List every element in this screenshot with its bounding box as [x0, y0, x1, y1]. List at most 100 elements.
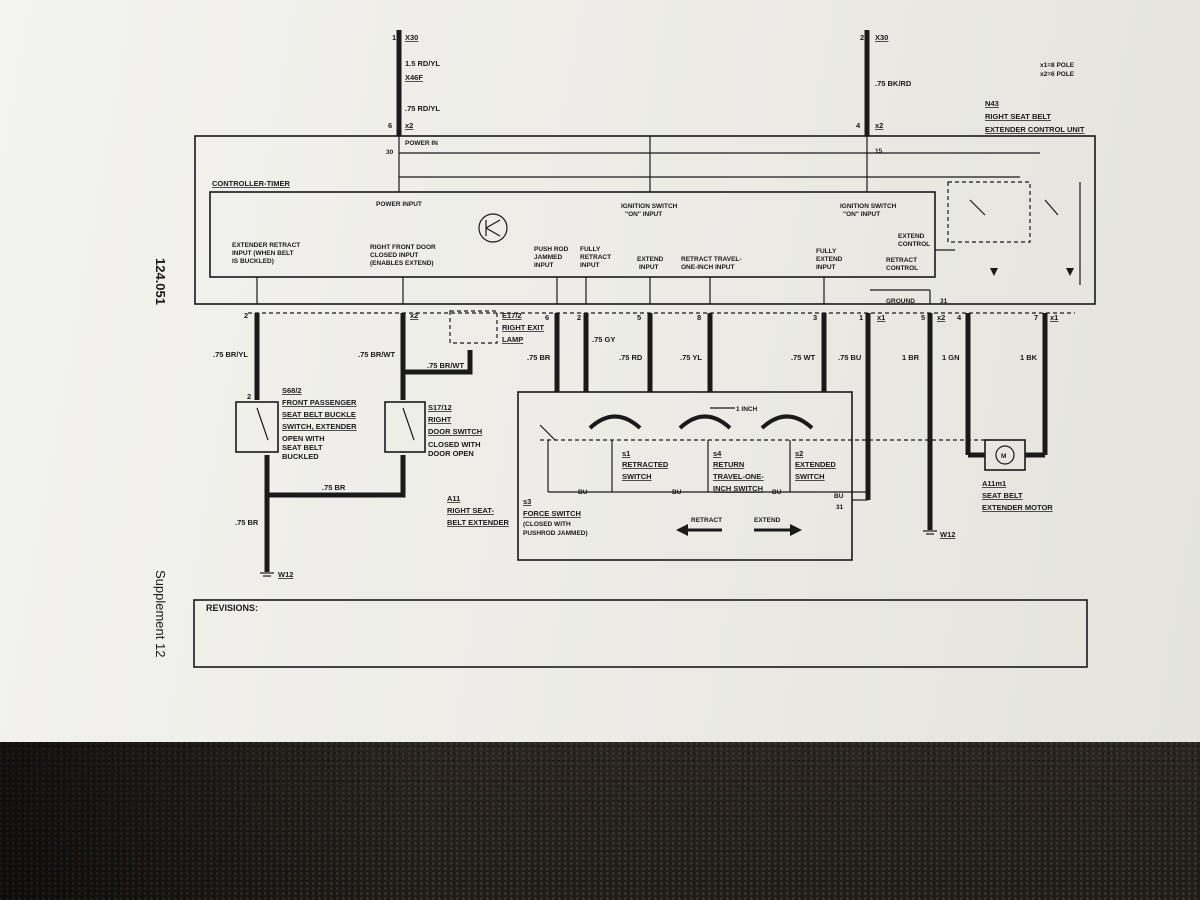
ctrl-push-2: JAMMED [534, 254, 562, 261]
ext-extended-2: SWITCH [795, 472, 825, 481]
shadow [0, 742, 430, 900]
ctrl-fe-2: EXTEND [816, 256, 843, 263]
ctrl-ext-2: INPUT [639, 264, 659, 271]
ext-force-1: FORCE SWITCH [523, 509, 581, 518]
a11-line1: RIGHT SEAT- [447, 506, 494, 515]
harness-wires [254, 313, 1048, 572]
s17-line3: CLOSED WITH [428, 440, 481, 449]
ctrl-fr-2: RETRACT [580, 254, 611, 261]
ctrl-ec-2: CONTROL [898, 241, 930, 248]
wire-1br: 1 BR [902, 353, 920, 362]
s68-line1: FRONT PASSENGER [282, 398, 357, 407]
ext-bu4: BU [834, 493, 844, 500]
ext-s2: s2 [795, 449, 803, 458]
ctrl-door-2: CLOSED INPUT [370, 252, 418, 259]
ctrl-fr-1: FULLY [580, 246, 601, 253]
transistor-c [485, 219, 501, 229]
pin-3: 3 [813, 313, 817, 322]
s17-code: S17/12 [428, 403, 452, 412]
ground-w12-right: W12 [940, 530, 955, 539]
s68-pin: 2 [247, 392, 251, 401]
a11-line2: BELT EXTENDER [447, 518, 510, 527]
s68-line5: SEAT BELT [282, 443, 323, 452]
ext-retract-label: RETRACT [691, 517, 722, 524]
pin-5b: 5 [921, 313, 925, 322]
x30-left-conn: X30 [405, 33, 418, 42]
exit-lamp-box [449, 310, 498, 344]
s17-line2: DOOR SWITCH [428, 427, 482, 436]
pin-8: 8 [697, 313, 701, 322]
input-stubs [256, 277, 931, 304]
direction-arrows [676, 524, 802, 536]
x30-right-pin: 2 [860, 33, 864, 42]
ctrl-ec-1: EXTEND [898, 233, 925, 240]
ctrl-door-1: RIGHT FRONT DOOR [370, 244, 436, 251]
ext-bu2: BU [672, 489, 682, 496]
s68-code: S68/2 [282, 386, 302, 395]
extender-box [517, 391, 853, 561]
ext-num31: 31 [836, 504, 844, 511]
s17-line4: DOOR OPEN [428, 449, 474, 458]
ctrl-ign-left-1: IGNITION SWITCH [621, 203, 678, 210]
ctrl-rt-1: RETRACT TRAVEL- [681, 256, 742, 263]
num-30: 30 [386, 149, 394, 156]
wire-br-low: .75 BR [235, 518, 259, 527]
relay-contact-2 [1044, 199, 1059, 216]
n43-code: N43 [985, 99, 999, 108]
n43-line2: EXTENDER CONTROL UNIT [985, 125, 1085, 134]
motor-line1: SEAT BELT [982, 491, 1023, 500]
lamp-line2: LAMP [502, 335, 523, 344]
x30-right-conn: X30 [875, 33, 888, 42]
diode-2 [1066, 268, 1074, 276]
ext-return-2: TRAVEL-ONE- [713, 472, 764, 481]
diode-1 [990, 268, 998, 276]
ctrl-fe-1: FULLY [816, 248, 837, 255]
wire-br-wt2: .75 BR/WT [427, 361, 465, 370]
ctrl-ign-right-1: IGNITION SWITCH [840, 203, 897, 210]
wire-br: .75 BR [527, 353, 551, 362]
x30-left-pin2: 6 [388, 121, 392, 130]
ext-return-3: INCH SWITCH [713, 484, 763, 493]
lamp-line1: RIGHT EXIT [502, 323, 545, 332]
s68-contact [256, 407, 269, 441]
ctrl-ext-1: EXTEND [637, 256, 664, 263]
ctrl-ign-right-2: "ON" INPUT [843, 211, 880, 218]
n43-line1: RIGHT SEAT BELT [985, 112, 1051, 121]
pin-7: 7 [1034, 313, 1038, 322]
ground-w12-left: W12 [278, 570, 293, 579]
s68-line6: BUCKLED [282, 452, 319, 461]
power-in-label: POWER IN [405, 140, 438, 147]
transistor-symbol [478, 213, 508, 243]
pin-6: 6 [545, 313, 549, 322]
ext-s4: s4 [713, 449, 722, 458]
s68-line2: SEAT BELT BUCKLE [282, 410, 356, 419]
ctrl-push-1: PUSH ROD [534, 246, 569, 253]
ext-retracted-1: RETRACTED [622, 460, 669, 469]
wire-bu: .75 BU [838, 353, 861, 362]
revisions-label: REVISIONS: [206, 603, 258, 613]
ctrl-ground: GROUND [886, 298, 915, 305]
x30-right-wire: .75 BK/RD [875, 79, 912, 88]
ctrl-ign-left-2: "ON" INPUT [625, 211, 662, 218]
pin-5: 5 [637, 313, 641, 322]
wire-1bk: 1 BK [1020, 353, 1038, 362]
ext-bu1: BU [578, 489, 588, 496]
s17-contact [402, 407, 415, 441]
x30-left-x2: x2 [405, 121, 413, 130]
pin-4: 4 [957, 313, 962, 322]
s68-switch-box [235, 401, 279, 453]
s17-switch-box [384, 401, 426, 453]
ext-s3: s3 [523, 497, 531, 506]
ext-one-inch: 1 INCH [736, 406, 758, 413]
wire-wt: .75 WT [791, 353, 816, 362]
ctrl-extret-3: IS BUCKLED) [232, 258, 274, 265]
supplement-label: Supplement 12 [153, 570, 168, 657]
revisions-box [193, 599, 1088, 668]
ext-s1: s1 [622, 449, 630, 458]
wire-yl: .75 YL [680, 353, 702, 362]
controller-timer-box [209, 191, 936, 278]
pin-x2-left: x2 [410, 311, 418, 320]
ctrl-fr-3: INPUT [580, 262, 600, 269]
x30-right-x2: x2 [875, 121, 883, 130]
wire-br-wt: .75 BR/WT [358, 350, 396, 359]
